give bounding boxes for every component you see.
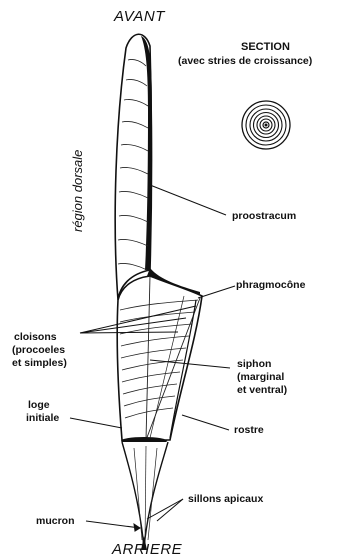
cross-section-rings bbox=[242, 101, 290, 149]
proostracum-label: proostracum bbox=[232, 210, 296, 222]
initial-chamber-label-line1: loge bbox=[28, 399, 50, 411]
proostracum-shape bbox=[115, 34, 200, 300]
siphuncle-label-line3: et ventral) bbox=[237, 384, 287, 396]
front-label: AVANT bbox=[114, 8, 165, 25]
mucron-label: mucron bbox=[36, 515, 75, 527]
apical-grooves-label: sillons apicaux bbox=[188, 493, 263, 505]
initial-chamber-label-line2: initiale bbox=[26, 412, 59, 424]
dorsal-region-label: région dorsale bbox=[70, 150, 85, 232]
rostrum-tip-shape bbox=[122, 442, 168, 550]
septa-label-line2: (procoeles bbox=[12, 344, 65, 356]
rear-label: ARRIERE bbox=[112, 541, 182, 558]
section-subtitle: (avec stries de croissance) bbox=[178, 55, 312, 67]
rostrum-label: rostre bbox=[234, 424, 264, 436]
section-title: SECTION bbox=[241, 41, 290, 53]
siphuncle-label-line1: siphon bbox=[237, 358, 271, 370]
siphuncle-label-line2: (marginal bbox=[237, 371, 284, 383]
septa-label-line3: et simples) bbox=[12, 357, 67, 369]
phragmocone-label: phragmocône bbox=[236, 279, 305, 291]
septa-label-line1: cloisons bbox=[14, 331, 57, 343]
rostrum-shape bbox=[117, 276, 202, 440]
